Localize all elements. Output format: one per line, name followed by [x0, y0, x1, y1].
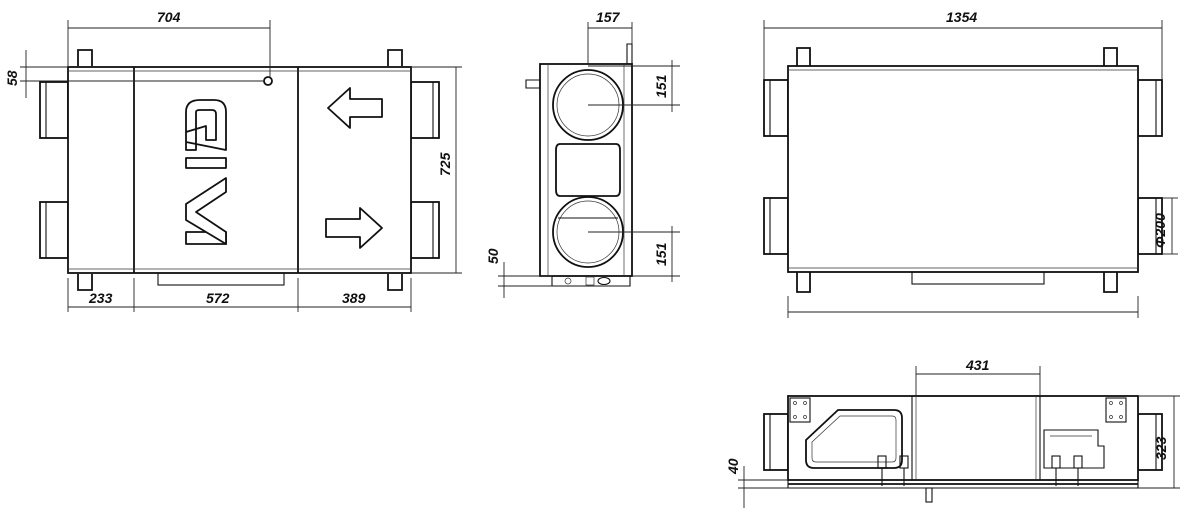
front-bracket-bl [77, 274, 93, 291]
front-drain-tray [157, 272, 285, 286]
top-bracket-tr [1103, 47, 1118, 66]
dim-phi-200: Φ200 [1152, 213, 1168, 248]
front-arrow-right-icon [325, 207, 383, 249]
top-left-upper-duct [763, 79, 789, 137]
top-housing [787, 65, 1139, 273]
top-view: 1354 Φ200 [763, 9, 1178, 318]
front-right-lower-duct [410, 201, 440, 259]
front-right-upper-duct [410, 81, 440, 139]
top-drain-tray [911, 271, 1045, 285]
front-view: 704 58 725 233 572 389 [4, 9, 462, 312]
front-bracket-br [387, 274, 403, 291]
top-left-lower-duct [763, 197, 789, 255]
dim-704: 704 [157, 9, 181, 25]
bottom-drain-pipe [925, 487, 933, 503]
dim-233: 233 [88, 290, 113, 306]
dim-389: 389 [342, 290, 366, 306]
dim-58: 58 [4, 70, 20, 86]
front-bracket-tr [387, 49, 403, 66]
dim-1354: 1354 [946, 9, 977, 25]
dim-50: 50 [485, 248, 501, 264]
bottom-left-duct [763, 413, 789, 471]
dim-572: 572 [206, 290, 230, 306]
bottom-control-box [1043, 429, 1105, 469]
side-view: 157 151 151 50 [485, 9, 680, 298]
top-bracket-br [1103, 272, 1118, 293]
front-left-lower-duct [39, 201, 69, 259]
dim-157: 157 [596, 9, 621, 25]
side-housing [539, 63, 633, 277]
side-middle-panel [555, 143, 621, 197]
dim-151-lower: 151 [653, 242, 669, 266]
dim-40: 40 [725, 458, 741, 475]
bottom-view: 431 323 40 [725, 357, 1180, 508]
bottom-plate-left [789, 397, 811, 423]
front-arrow-left-icon [327, 87, 383, 129]
dim-151-upper: 151 [653, 74, 669, 98]
front-bracket-tl [77, 49, 93, 66]
bottom-plate-right [1105, 397, 1127, 423]
dim-725: 725 [437, 152, 453, 176]
front-left-upper-duct [39, 81, 69, 139]
bottom-center-panel [911, 395, 1041, 481]
top-right-lower-duct [1137, 197, 1163, 255]
top-right-upper-duct [1137, 79, 1163, 137]
top-bracket-tl [796, 47, 811, 66]
bottom-right-duct [1137, 413, 1163, 471]
top-bracket-bl [796, 272, 811, 293]
dim-323: 323 [1153, 436, 1169, 460]
dim-431: 431 [965, 357, 990, 373]
air-logo-icon [185, 99, 227, 245]
